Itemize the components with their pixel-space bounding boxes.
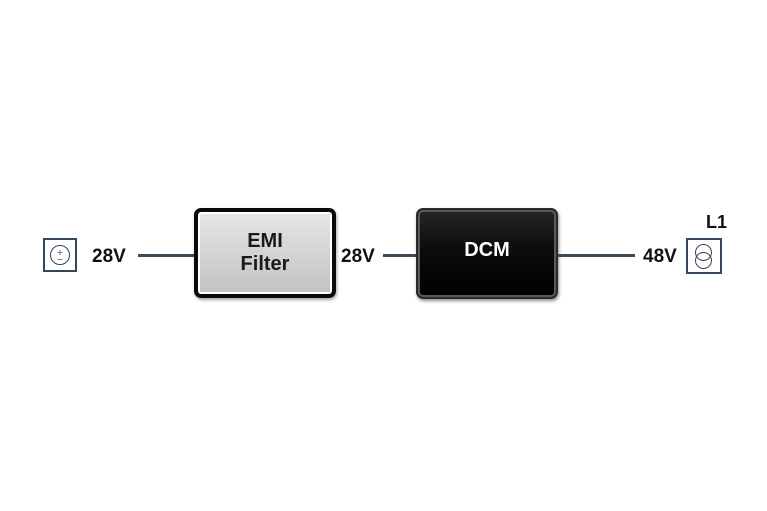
emi-filter-label-line2: Filter [240,253,290,275]
load-icon-lower-ring [695,252,712,269]
dc-voltage-source-icon: + − [43,238,77,272]
source-voltage-label: 28V [92,246,126,267]
source-minus-sign: − [56,255,64,264]
emi-output-voltage-label: 28V [341,246,375,267]
load-name-label: L1 [706,212,728,232]
source-circle: + − [50,245,70,265]
wire-emi-to-dcm [383,254,418,257]
dcm-output-voltage-label: 48V [643,246,677,267]
wire-source-to-emi [138,254,196,257]
current-source-load-icon [686,238,722,274]
emi-filter-label-line1: EMI [247,230,283,252]
dcm-block: DCM [416,208,558,299]
emi-filter-block: EMI Filter [194,208,336,298]
dcm-label: DCM [464,239,510,261]
wire-dcm-to-load [558,254,635,257]
source-plus-sign: + [56,248,64,257]
